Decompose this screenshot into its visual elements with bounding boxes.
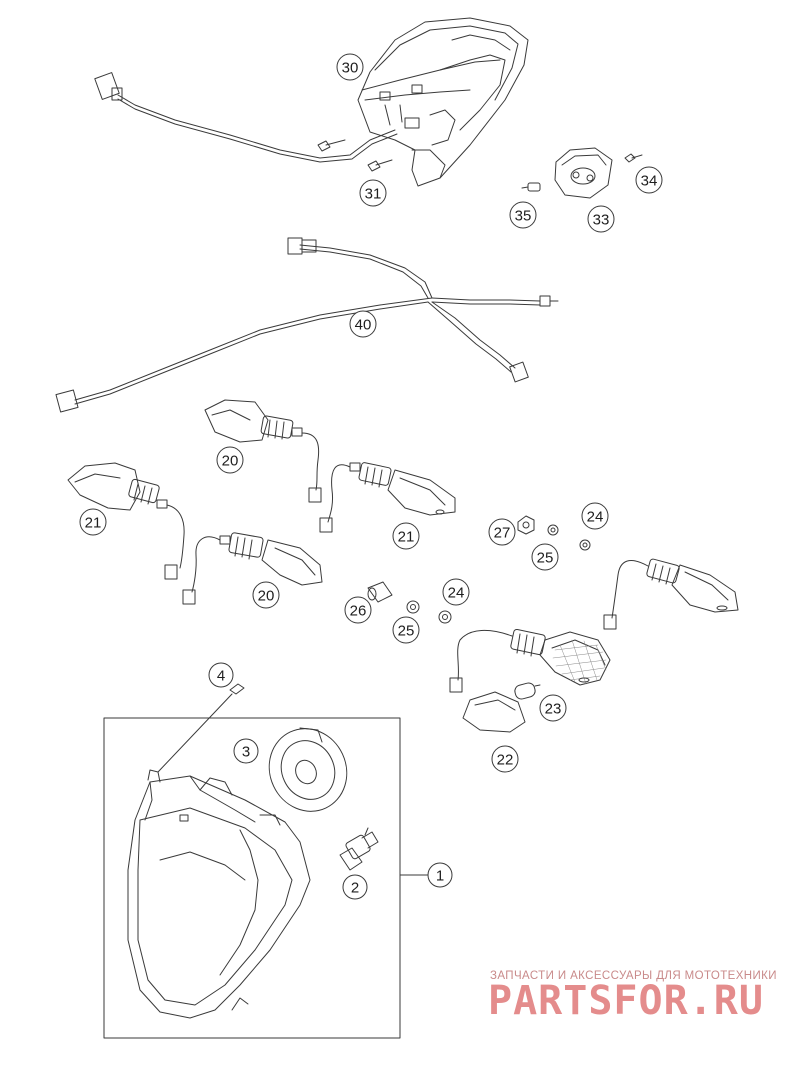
- callout-label: 24: [448, 585, 465, 602]
- callout-24a: 24: [581, 502, 609, 530]
- callout-label: 34: [641, 173, 658, 190]
- screw-34: [625, 154, 642, 162]
- callout-label: 27: [494, 525, 511, 542]
- callout-4: 4: [208, 662, 234, 688]
- bulb-35: [522, 183, 540, 191]
- callout-label: 24: [587, 509, 604, 526]
- callout-26: 26: [344, 596, 372, 624]
- callout-label: 25: [398, 623, 415, 640]
- callout-label: 30: [342, 60, 359, 77]
- callout-label: 40: [355, 317, 372, 334]
- callout-label: 21: [398, 529, 415, 546]
- washer-24b: [439, 611, 451, 623]
- callout-label: 23: [545, 701, 562, 718]
- wiring-harness: [56, 238, 558, 412]
- callout-30: 30: [336, 53, 364, 81]
- headlight-ring-3: [256, 716, 360, 824]
- callout-label: 31: [365, 186, 382, 203]
- turn-signal-21a: [68, 463, 184, 579]
- callout-label: 26: [350, 603, 367, 620]
- bulb-23: [514, 682, 540, 701]
- washer-24a: [580, 540, 590, 550]
- callout-label: 20: [222, 453, 239, 470]
- callout-23: 23: [539, 694, 567, 722]
- callout-label: 21: [85, 515, 102, 532]
- spacer-26: [368, 582, 392, 602]
- turn-signal-20a: [205, 400, 321, 502]
- washer-25a: [548, 525, 558, 535]
- callout-2: 2: [342, 874, 368, 900]
- callout-25a: 25: [531, 543, 559, 571]
- screw-31: [318, 140, 392, 171]
- watermark-tagline: ЗАПЧАСТИ И АКСЕССУАРЫ ДЛЯ МОТОТЕХНИКИ: [490, 970, 777, 982]
- callout-label: 20: [258, 588, 275, 605]
- turn-signal-right-lower: [450, 629, 610, 692]
- callout-label: 1: [436, 868, 444, 885]
- license-plate-light: [555, 148, 612, 198]
- callout-3: 3: [233, 738, 259, 764]
- callout-22: 22: [491, 745, 519, 773]
- callout-40: 40: [349, 310, 377, 338]
- callout-31: 31: [359, 179, 387, 207]
- nut-27: [518, 516, 534, 534]
- washer-25b: [407, 601, 419, 613]
- callout-1: 1: [427, 862, 453, 888]
- tail-light: [358, 18, 528, 186]
- callout-label: 35: [515, 208, 532, 225]
- callout-35: 35: [509, 201, 537, 229]
- callout-label: 3: [242, 744, 250, 761]
- turn-signal-right-upper: [604, 558, 738, 629]
- turn-signal-20b: [183, 532, 322, 604]
- callout-27: 27: [488, 518, 516, 546]
- headlight-bulb-2: [340, 828, 378, 870]
- callout-33: 33: [587, 205, 615, 233]
- callout-20b: 20: [252, 581, 280, 609]
- headlight-housing: [128, 770, 310, 1018]
- tail-light-cable: [95, 73, 397, 162]
- callout-21a: 21: [79, 508, 107, 536]
- watermark-brand: PARTSFOR.RU: [488, 978, 764, 1024]
- callout-34: 34: [635, 166, 663, 194]
- headlight-assembly-frame: [104, 718, 428, 1038]
- callout-21b: 21: [392, 522, 420, 550]
- callout-20a: 20: [216, 446, 244, 474]
- callout-label: 4: [217, 668, 225, 685]
- callout-label: 33: [593, 212, 610, 229]
- callout-label: 22: [497, 752, 514, 769]
- callout-25b: 25: [392, 616, 420, 644]
- turn-signal-21b: [320, 462, 455, 532]
- callout-24b: 24: [442, 578, 470, 606]
- lens-22: [463, 692, 525, 732]
- callout-label: 25: [537, 550, 554, 567]
- screw-4: [158, 684, 244, 772]
- callout-label: 2: [351, 880, 359, 897]
